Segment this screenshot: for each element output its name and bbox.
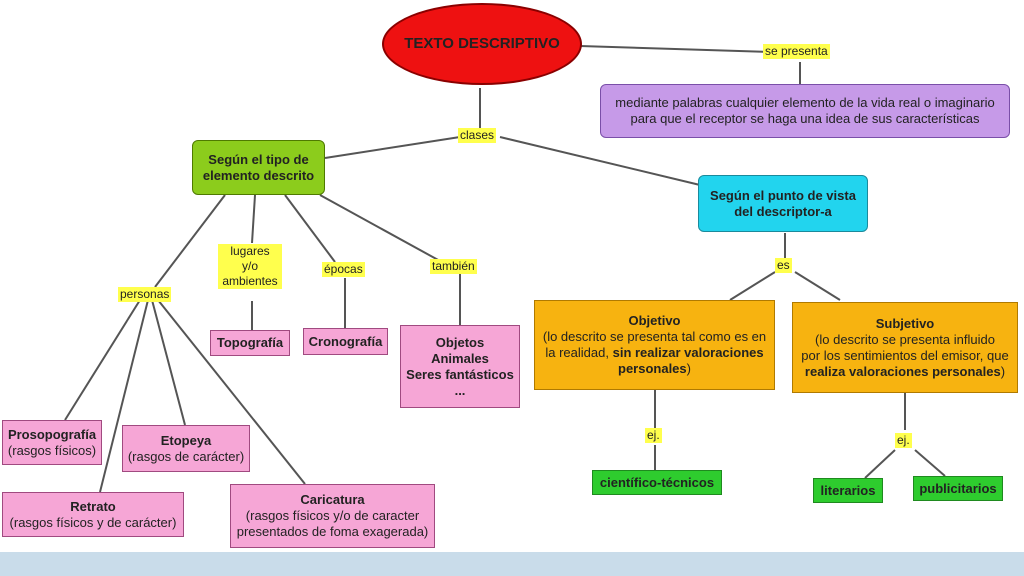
node-objetivo-line: personales) xyxy=(618,361,691,377)
connector xyxy=(319,194,441,262)
node-retrato: Retrato (rasgos físicos y de carácter) xyxy=(2,492,184,537)
node-literarios: literarios xyxy=(813,478,883,503)
node-caricatura: Caricatura (rasgos físicos y/o de caract… xyxy=(230,484,435,548)
node-objetos: Objetos Animales Seres fantásticos ... xyxy=(400,325,520,408)
node-segun-tipo: Según el tipo de elemento descrito xyxy=(192,140,325,195)
node-prosopografia-title: Prosopografía xyxy=(7,426,97,442)
connector xyxy=(579,45,771,53)
node-objetos-line: ... xyxy=(454,382,466,398)
node-cientifico: científico-técnicos xyxy=(592,470,722,495)
node-segun-punto: Según el punto de vista del descriptor-a xyxy=(698,175,868,232)
node-objetivo-line: la realidad, sin realizar valoraciones xyxy=(545,345,763,361)
definition-line: mediante palabras cualquier elemento de … xyxy=(615,95,995,110)
label-lugares-line: y/o xyxy=(241,259,258,273)
node-segun-tipo-line: Según el tipo de xyxy=(208,151,309,167)
connector xyxy=(499,136,701,186)
label-lugares-line: lugares xyxy=(230,244,270,258)
node-subjetivo: Subjetivo (lo descrito se presenta influ… xyxy=(792,302,1018,393)
connector xyxy=(284,194,336,263)
node-objetivo-emphasis: personales xyxy=(618,361,687,376)
node-caricatura-title: Caricatura xyxy=(300,492,365,507)
label-epocas: épocas xyxy=(322,262,365,277)
label-ej-subjetivo: ej. xyxy=(895,433,912,448)
node-cientifico-text: científico-técnicos xyxy=(599,474,715,490)
node-publicitarios: publicitarios xyxy=(913,476,1003,501)
node-subjetivo-line: por los sentimientos del emisor, que xyxy=(801,347,1009,363)
node-objetivo-text: ) xyxy=(686,361,691,376)
node-subjetivo-line: (lo descrito se presenta influido xyxy=(815,331,995,347)
label-lugares: lugares y/o ambientes xyxy=(218,244,282,289)
connector-lines xyxy=(64,45,946,493)
node-cronografia: Cronografía xyxy=(303,328,388,355)
node-topografia-text: Topografía xyxy=(216,335,284,350)
node-etopeya-title: Etopeya xyxy=(160,432,212,448)
root-ellipse: TEXTO DESCRIPTIVO xyxy=(382,3,582,85)
connector xyxy=(914,449,946,477)
label-personas: personas xyxy=(118,287,172,302)
connector xyxy=(794,271,841,301)
root-title: TEXTO DESCRIPTIVO xyxy=(404,35,560,52)
definition-box: mediante palabras cualquier elemento de … xyxy=(600,84,1010,138)
node-objetos-line: Seres fantásticos xyxy=(406,366,514,382)
node-cronografia-text: Cronografía xyxy=(308,333,383,349)
node-subjetivo-title: Subjetivo xyxy=(875,315,935,331)
node-prosopografia: Prosopografía (rasgos físicos) xyxy=(2,420,102,465)
node-objetivo-title: Objetivo xyxy=(628,313,681,328)
node-etopeya: Etopeya (rasgos de carácter) xyxy=(122,425,250,472)
node-objetos-line: Objetos xyxy=(435,334,485,350)
label-se-presenta: se presenta xyxy=(763,44,830,59)
node-retrato-desc: (rasgos físicos y de carácter) xyxy=(9,514,177,530)
node-objetivo-text: la realidad, xyxy=(545,345,609,360)
node-segun-tipo-line: elemento descrito xyxy=(202,167,315,183)
node-caricatura-desc: (rasgos físicos y/o de caracter xyxy=(245,508,420,523)
connector xyxy=(864,449,896,479)
connector xyxy=(99,299,149,493)
label-ej-objetivo: ej. xyxy=(645,428,662,443)
node-retrato-title: Retrato xyxy=(70,498,116,514)
node-caricatura-desc: presentados de foma exagerada) xyxy=(236,524,429,539)
connector xyxy=(157,299,306,485)
connector xyxy=(729,271,776,301)
connector xyxy=(154,194,226,288)
node-objetivo-line: (lo descrito se presenta tal como es en xyxy=(542,329,767,344)
node-prosopografia-desc: (rasgos físicos) xyxy=(7,442,97,458)
label-es: es xyxy=(775,258,792,273)
node-segun-punto-line: del descriptor-a xyxy=(734,203,832,219)
connector xyxy=(324,136,461,159)
connector xyxy=(251,194,256,244)
bottom-frame xyxy=(0,552,1024,576)
concept-map: TEXTO DESCRIPTIVO se presenta clases es … xyxy=(0,0,1024,552)
node-publicitarios-text: publicitarios xyxy=(919,480,997,496)
node-topografia: Topografía xyxy=(210,330,290,356)
connector xyxy=(64,299,141,421)
node-etopeya-desc: (rasgos de carácter) xyxy=(127,448,245,464)
node-objetivo-emphasis: sin realizar valoraciones xyxy=(608,345,764,360)
node-objetos-line: Animales xyxy=(431,350,489,366)
label-clases: clases xyxy=(458,128,497,143)
connector xyxy=(151,299,186,426)
label-tambien: también xyxy=(430,259,477,274)
node-literarios-text: literarios xyxy=(820,482,876,498)
node-segun-punto-line: Según el punto de vista xyxy=(710,187,856,203)
node-subjetivo-emphasis: realiza valoraciones personales xyxy=(804,363,1001,379)
node-subjetivo-line: realiza valoraciones personales) xyxy=(805,364,1005,380)
definition-line: para que el receptor se haga una idea de… xyxy=(630,111,980,126)
node-objetivo: Objetivo (lo descrito se presenta tal co… xyxy=(534,300,775,390)
node-subjetivo-text: ) xyxy=(1000,363,1006,379)
label-lugares-line: ambientes xyxy=(222,274,278,288)
